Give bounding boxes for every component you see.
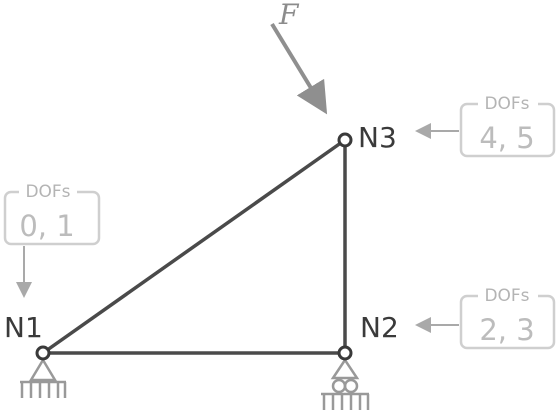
member-n1-n3 (41, 138, 347, 355)
node-label-n1: N1 (4, 311, 43, 344)
dof-box-n3: DOFs 4, 5 (459, 93, 556, 158)
node-label-n2: N2 (360, 311, 399, 344)
node-label-n3: N3 (358, 121, 397, 154)
force-label: F (278, 0, 300, 31)
dof-box-n2: DOFs 2, 3 (459, 285, 556, 350)
dof-value-n1: 0, 1 (19, 209, 74, 243)
node-n2-icon (337, 345, 353, 361)
dof-title-n2: DOFs (484, 286, 529, 306)
dof-title-n1: DOFs (25, 182, 70, 202)
pin-support-icon (20, 357, 67, 398)
force-arrow-icon (270, 22, 328, 115)
node-n1-icon (35, 345, 51, 361)
dof-value-n3: 4, 5 (479, 121, 534, 155)
roller-support-icon (321, 357, 370, 410)
dof-value-n2: 2, 3 (479, 313, 534, 347)
node-n3-icon (337, 132, 353, 148)
dof-box-n1: DOFs 0, 1 (3, 181, 101, 246)
dof-title-n3: DOFs (484, 94, 529, 114)
